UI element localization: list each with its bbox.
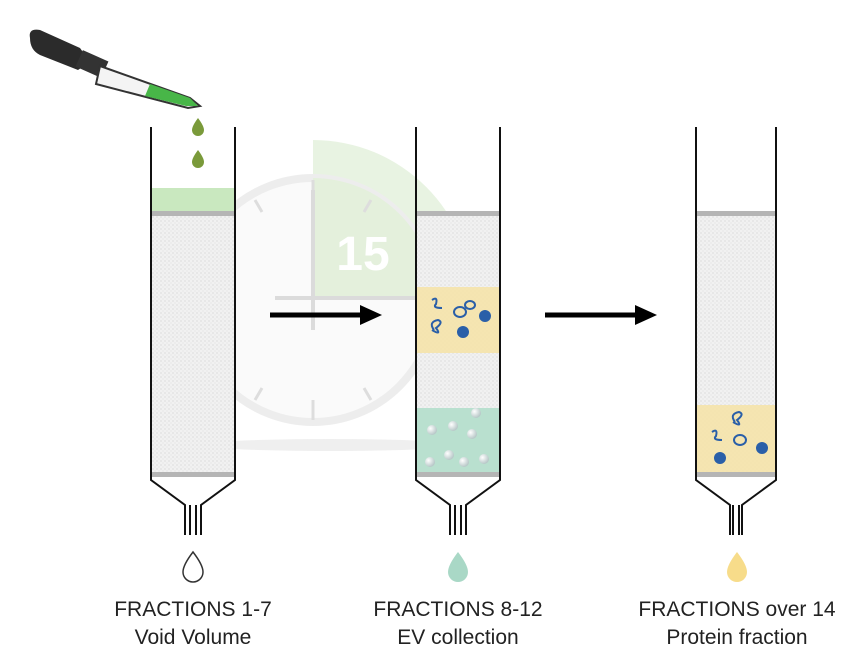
proteins xyxy=(430,297,476,334)
drop-icon xyxy=(192,118,204,136)
fraction-subtitle: EV collection xyxy=(397,626,519,649)
fraction-title: FRACTIONS 1-7 xyxy=(114,598,272,621)
column-2-label: FRACTIONS 8-12 EV collection xyxy=(338,596,578,652)
fraction-subtitle: Void Volume xyxy=(134,626,252,649)
column-1-label: FRACTIONS 1-7 Void Volume xyxy=(73,596,313,652)
arrow-right-icon xyxy=(545,305,657,325)
drop-icon xyxy=(192,150,204,168)
clock-minutes: 15 xyxy=(336,228,389,281)
ev-vesicles xyxy=(425,408,489,467)
fraction-title: FRACTIONS over 14 xyxy=(638,598,836,621)
column-void-volume xyxy=(150,127,236,535)
drop-yellow-icon xyxy=(727,552,747,582)
pipette-icon xyxy=(29,29,203,110)
drop-clear-icon xyxy=(182,550,204,583)
column-ev-collection xyxy=(415,127,501,535)
fraction-title: FRACTIONS 8-12 xyxy=(373,598,543,621)
arrow-right-icon xyxy=(270,305,382,325)
column-3-label: FRACTIONS over 14 Protein fraction xyxy=(617,596,857,652)
fraction-subtitle: Protein fraction xyxy=(666,626,808,649)
drop-teal-icon xyxy=(448,552,468,582)
column-protein-fraction xyxy=(695,127,777,535)
